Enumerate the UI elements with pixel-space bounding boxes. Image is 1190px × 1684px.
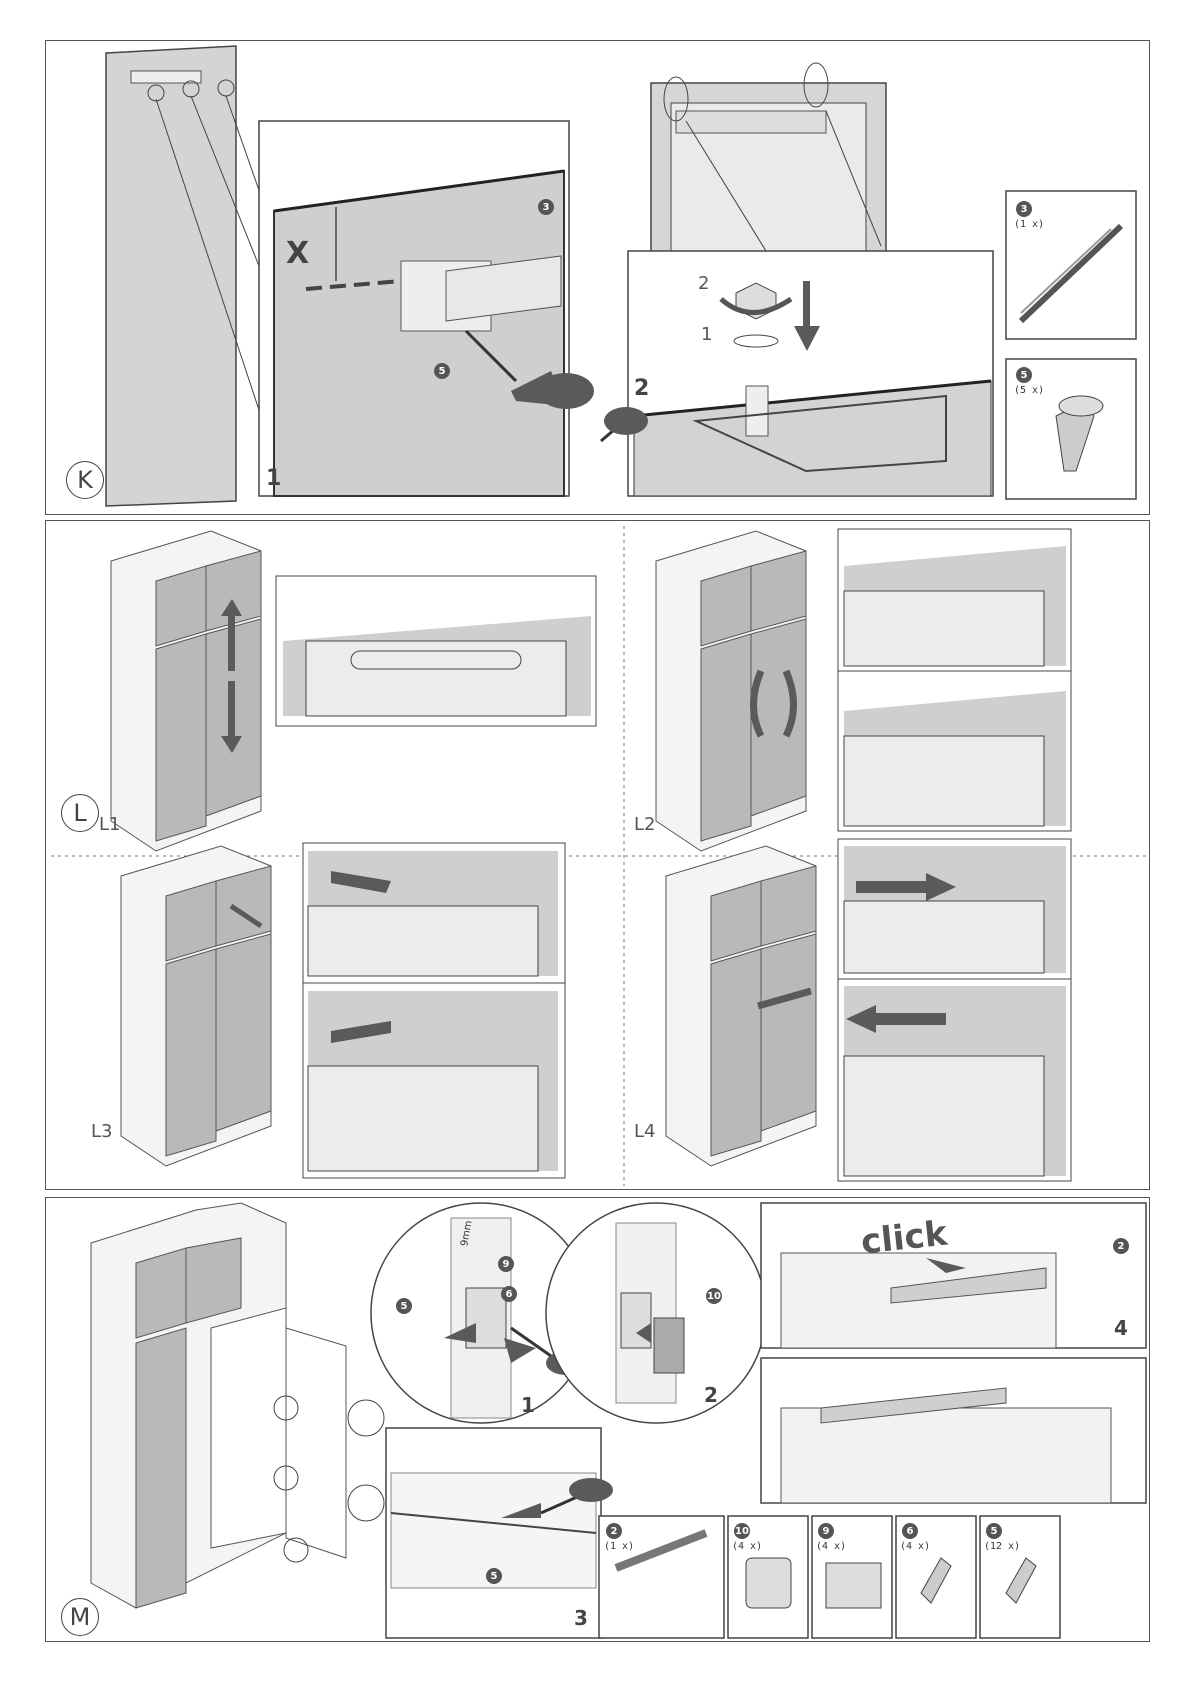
m-callout-10: 10: [706, 1288, 722, 1304]
m-step-1: 1: [521, 1393, 535, 1417]
panel-label-l2: L2: [634, 814, 655, 835]
section-k-letter: K: [66, 461, 104, 499]
section-m-letter: M: [61, 1598, 99, 1636]
m-part-badge-6: 6: [902, 1523, 918, 1539]
m-part-badge-9: 9: [818, 1523, 834, 1539]
panel-label-l4: L4: [634, 1121, 655, 1142]
k-washer-step-1: 1: [701, 324, 712, 345]
m-part-qty-10: (4 x): [732, 1541, 762, 1552]
l2-cabinet: [656, 531, 806, 851]
m-step-2: 2: [704, 1383, 718, 1407]
m-step-4: 4: [1114, 1316, 1128, 1340]
m-callout-6: 6: [501, 1286, 517, 1302]
section-k: K 1 2 X 3 5 2 1 3 (1 x) 5 (5 x): [45, 40, 1150, 515]
l1-cabinet: [111, 531, 261, 851]
k-part-qty-3: (1 x): [1014, 219, 1044, 230]
k-part-badge-5: 5: [1016, 367, 1032, 383]
m-part-qty-5: (12 x): [984, 1541, 1020, 1552]
m-part-badge-5: 5: [986, 1523, 1002, 1539]
m-part-qty-9: (4 x): [816, 1541, 846, 1552]
m-part-qty-2: (1 x): [604, 1541, 634, 1552]
section-m: M 1 2 3 4 click 9mm 9 6 5 10 2 5 2 (1 x)…: [45, 1197, 1150, 1642]
m-part-badge-2: 2: [606, 1523, 622, 1539]
section-l-illustration: [46, 521, 1151, 1191]
m-callout-5: 5: [396, 1298, 412, 1314]
k-nut-step-2: 2: [698, 273, 709, 294]
m-callout-2: 2: [1113, 1238, 1129, 1254]
l3-cabinet: [121, 846, 271, 1166]
k-callout-3: 3: [538, 199, 554, 215]
m-callout-5b: 5: [486, 1568, 502, 1584]
m-part-badge-10: 10: [734, 1523, 750, 1539]
panel-label-l1: L1: [99, 814, 120, 835]
section-l-letter: L: [61, 794, 99, 832]
panel-label-l3: L3: [91, 1121, 112, 1142]
k-step-1: 1: [266, 466, 281, 491]
section-m-illustration: [46, 1198, 1151, 1643]
section-k-illustration: [46, 41, 1151, 516]
k-step-2: 2: [634, 376, 649, 401]
m-callout-9: 9: [498, 1256, 514, 1272]
k-dimension-label: X: [286, 236, 309, 271]
k-part-badge-3: 3: [1016, 201, 1032, 217]
l4-cabinet: [666, 846, 816, 1166]
k-part-qty-5: (5 x): [1014, 385, 1044, 396]
m-part-qty-6: (4 x): [900, 1541, 930, 1552]
section-l: L L1 L2 L3 L4: [45, 520, 1150, 1190]
door-panel: [106, 46, 236, 506]
k-callout-5: 5: [434, 363, 450, 379]
m-step-3: 3: [574, 1606, 588, 1630]
